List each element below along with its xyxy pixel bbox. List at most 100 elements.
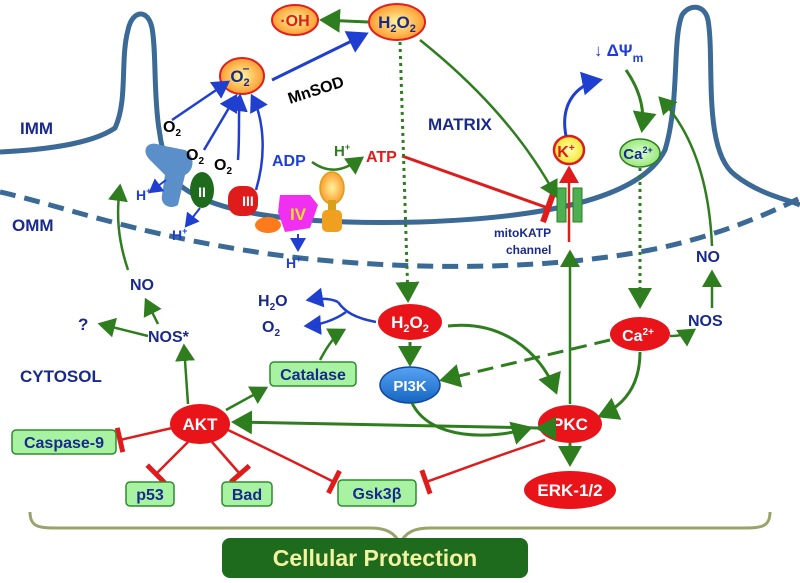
unknown-target-label: ?	[78, 315, 88, 334]
complex-iii	[228, 186, 258, 216]
imm-label: IMM	[20, 119, 53, 138]
p53-label: p53	[136, 487, 164, 504]
hydroxyl-radical-label: ·OH	[280, 13, 309, 30]
h-plus-matrix-label: H+	[334, 142, 350, 160]
cytochrome-c	[255, 217, 281, 233]
h2o2-to-katp-arrow	[419, 39, 558, 199]
h2o2-diffusion-arrow	[395, 41, 420, 303]
gsk3b-box	[337, 479, 417, 507]
h-plus-arrow-complex-ii	[184, 207, 201, 228]
caspase9-label: Caspase-9	[24, 435, 104, 452]
cytosolic-h2o2-node	[378, 304, 442, 340]
pi3k-node	[379, 366, 441, 404]
potassium-label: K+	[557, 143, 575, 161]
pi3k-label: PI3K	[393, 378, 427, 395]
akt-inhibits-gsk3b-line	[227, 428, 342, 495]
matrix-h2o2-node	[368, 3, 426, 41]
erk-node	[524, 471, 616, 509]
potassium-node	[552, 134, 586, 166]
no-to-complex-i-arrow	[108, 183, 130, 271]
katp-channel-left	[556, 187, 567, 223]
cytosolic-calcium-label: Ca2+	[622, 327, 654, 345]
catalase-label: Catalase	[280, 367, 346, 384]
outer-mitochondrial-membrane	[0, 189, 800, 269]
cytosolic-calcium-node	[610, 317, 670, 351]
no-label-left: NO	[130, 277, 154, 294]
nos-to-no-arrow-left	[143, 297, 162, 325]
matrix-label: MATRIX	[428, 115, 493, 134]
h-plus-complex-i: H+	[136, 186, 151, 203]
complex-i	[145, 143, 193, 207]
h2o2-to-oh-arrow	[319, 8, 369, 33]
complex-ii-superoxide-arrow	[202, 93, 238, 151]
inner-mitochondrial-membrane	[0, 4, 800, 225]
h-plus-complex-ii: H+	[172, 226, 187, 243]
bad-box	[221, 481, 273, 507]
ca-to-pi3k-arrow	[439, 338, 611, 388]
adp-to-atp-arrow	[311, 156, 365, 175]
complex-iii-superoxide-arrow-2	[250, 93, 268, 191]
no-to-membrane-potential-arrow	[658, 96, 714, 247]
h2o2-to-water-arrow	[308, 299, 377, 324]
matrix-calcium-node	[619, 138, 661, 168]
complex-iii-label: III	[242, 193, 254, 209]
o2-label-complex-iii: O2	[214, 157, 232, 177]
membrane-potential-label: ↓ ΔΨm	[594, 41, 643, 65]
pi3k-to-pkc-arrow	[410, 402, 533, 445]
membrane-potential-to-ca-arrow	[624, 69, 657, 133]
h-plus-complex-iv: H+	[286, 254, 301, 271]
cytosolic-h2o2-label: H2O2	[391, 313, 429, 335]
k-to-membrane-potential-arrow	[563, 71, 603, 137]
matrix-calcium-label: Ca2+	[623, 145, 652, 163]
superoxide-label: O2–	[230, 61, 249, 89]
bad-label: Bad	[232, 487, 262, 504]
atp-synthase	[319, 171, 345, 232]
hydroxyl-radical-node	[271, 4, 319, 36]
matrix-h2o2-label: H2O2	[378, 13, 416, 35]
akt-to-nos-arrow	[175, 343, 196, 405]
catalase-box	[269, 361, 357, 387]
akt-node	[170, 404, 230, 444]
complex-i-superoxide-arrow	[171, 80, 231, 122]
mitokatp-label: mitoKATP	[494, 226, 551, 240]
akt-label: AKT	[183, 415, 219, 434]
akt-inhibits-p53-line	[145, 441, 189, 485]
complex-iv-label: IV	[290, 205, 307, 224]
complex-ii-label: II	[198, 184, 206, 200]
pkc-inhibits-gsk3b-line	[419, 438, 546, 495]
h2o2-to-oxygen-arrow	[303, 310, 347, 335]
complex-iv	[278, 195, 318, 232]
water-label: H2O	[258, 293, 288, 313]
atp-inhibits-katp-line	[401, 154, 556, 224]
oxygen-label: O2	[262, 319, 280, 339]
ca-to-pkc-arrow	[597, 351, 642, 420]
akt-inhibits-caspase9-line	[114, 426, 173, 453]
katp-channel-right	[572, 187, 583, 223]
nos-star-label: NOS*	[148, 329, 190, 346]
channel-label: channel	[506, 243, 551, 257]
akt-to-catalase-arrow	[225, 386, 269, 412]
gsk3b-label: Gsk3β	[353, 486, 402, 503]
o2-label-complex-ii: O2	[186, 147, 204, 167]
superoxide-to-h2o2-arrow	[271, 31, 369, 82]
omm-label: OMM	[12, 216, 54, 235]
caspase9-box	[11, 429, 117, 455]
pkc-label: PKC	[552, 415, 588, 434]
h-plus-arrow-complex-i	[148, 178, 167, 194]
catalase-to-h2o2-arrow	[318, 328, 347, 361]
nos-to-unknown-arrow	[97, 317, 149, 338]
cytosol-label: CYTOSOL	[20, 367, 102, 386]
o2-label-complex-i: O2	[163, 119, 181, 139]
no-label-right: NO	[696, 249, 720, 266]
pkc-akt-bidirectional-arrow	[231, 410, 557, 441]
cellular-protection-label: Cellular Protection	[273, 545, 477, 571]
ca-to-nos-arrow	[669, 328, 697, 347]
h2o2-to-pkc-arrow	[447, 323, 561, 395]
p53-box	[125, 481, 175, 507]
complex-ii	[190, 172, 214, 208]
adp-label: ADP	[272, 153, 306, 170]
atp-label: ATP	[366, 149, 397, 166]
akt-inhibits-bad-line	[211, 441, 252, 485]
cellular-protection-box	[222, 538, 528, 578]
